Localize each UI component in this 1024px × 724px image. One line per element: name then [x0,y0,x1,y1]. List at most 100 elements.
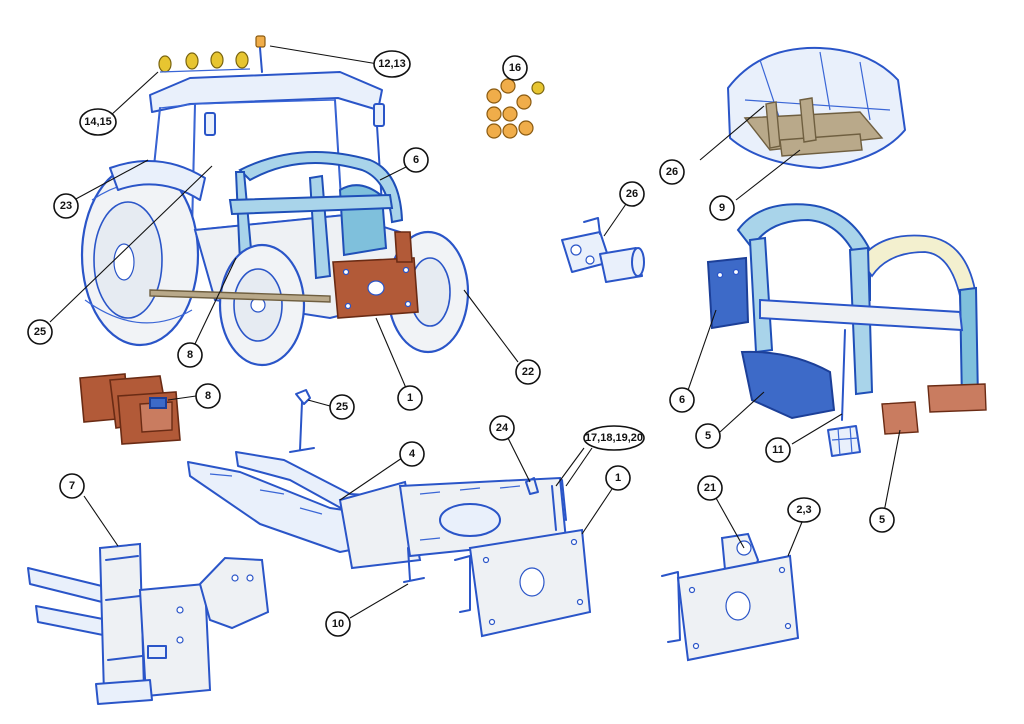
callout-4: 4 [399,441,425,467]
callout-9: 9 [709,195,735,221]
valve-lever [583,217,601,235]
roof-lamp [210,51,224,69]
callout-14-15: 14,15 [79,108,117,136]
callout-label: 17,18,19,20 [585,432,643,444]
bracket-plate [927,383,987,413]
front-plate-arm [454,555,471,613]
support-foot-grid [831,425,859,457]
bolt-hole [488,618,496,626]
subframe-post [748,236,774,354]
lamp [502,106,518,122]
stand-leg [299,401,303,451]
lamp-bar [159,68,251,73]
axle-bracket [740,350,836,420]
hitch-side-plate [198,556,270,630]
callout-label: 10 [332,618,344,630]
callout-2-3: 2,3 [787,497,821,523]
rear-fender [109,159,206,201]
support-foot [827,425,861,457]
bolt-head [525,477,539,495]
callout-7: 7 [59,473,85,499]
callout-5-plate: 5 [869,507,895,533]
front-linkage-plate [661,532,800,662]
valve-motor-cap [631,247,645,277]
callout-5-bracket: 5 [695,423,721,449]
floor-frame-crossbeam [779,133,863,157]
callout-label: 9 [719,202,725,214]
counterweight-clamp [149,397,167,409]
callout-label: 2,3 [796,504,811,516]
valve-port [570,244,582,256]
hitch-assembly [27,542,270,705]
frame-rail-detail [209,473,323,515]
callout-1-frame: 1 [605,465,631,491]
beacon-lamp [255,35,266,48]
linkage-arm [661,571,681,643]
callout-label: 12,13 [378,58,406,70]
bolt-hole [344,302,352,310]
callout-label: 23 [60,200,72,212]
bolt [525,477,539,495]
callout-6-subframe: 6 [669,387,695,413]
callout-23: 23 [53,193,79,219]
right-mirror [373,103,385,127]
lamp [516,94,532,110]
hydraulic-valve [561,217,645,283]
leader-lines [49,45,901,619]
parking-stand [289,389,315,453]
subframe-crossmember [759,298,964,332]
callout-label: 14,15 [84,116,112,128]
rear-wheel [80,163,200,347]
lamp [518,120,534,136]
roof-lamp [185,52,199,70]
callout-label: 1 [615,472,621,484]
subframe-side-panel [706,256,750,330]
beacon [255,35,266,73]
callout-11: 11 [765,437,791,463]
hitch-arm [27,567,111,605]
callout-label: 21 [704,482,716,494]
bolt-hole [482,556,490,564]
cab-floor-lines [744,51,891,121]
plate-center-hole [367,280,385,296]
loader-frame-arch [238,151,404,224]
bolt-hole [402,266,410,274]
callout-label: 26 [666,166,678,178]
left-mirror [204,112,216,136]
roof-lamp [235,51,249,69]
side-frame-rail [149,289,331,303]
callout-label: 7 [69,480,75,492]
hitch-lock [147,645,167,659]
callout-26-valve: 26 [619,181,645,207]
frame-support-bracket [403,547,425,583]
hitch-column-detail [105,555,143,661]
main-subframe [187,451,592,638]
hitch-column [98,542,146,696]
callout-label: 6 [679,394,685,406]
bolt-hole [732,268,740,276]
roof-work-lamps [158,51,251,73]
support-leg [841,329,846,421]
cab-floor-assembly [727,46,906,169]
callout-22: 22 [515,359,541,385]
callout-25-tractor: 25 [27,319,53,345]
beacon-pole [259,47,263,73]
callout-8-weights: 8 [195,383,221,409]
hitch-base [95,679,153,705]
floor-frame-post [765,101,781,149]
frame-tube [439,503,501,537]
callout-25-stand: 25 [329,394,355,420]
subframe-arch-right [858,234,976,351]
callout-6-tractor: 6 [403,147,429,173]
callout-label: 8 [187,349,193,361]
callout-21: 21 [697,475,723,501]
rear-hub [113,243,135,281]
bolt-hole [246,574,254,582]
valve-port [585,255,595,265]
lamp [531,81,545,95]
callout-label: 5 [705,430,711,442]
loader-crossbar [228,193,394,216]
callout-26-floor: 26 [659,159,685,185]
stand-foot [289,447,315,453]
bolt-hole [784,622,792,630]
